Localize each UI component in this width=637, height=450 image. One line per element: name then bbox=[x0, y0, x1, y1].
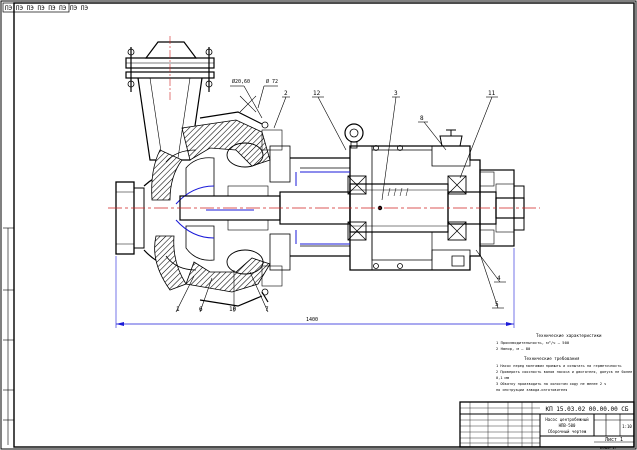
pump-cross-section bbox=[108, 36, 540, 307]
seal-housing bbox=[227, 145, 350, 271]
title-name-2: НПВ-500 bbox=[559, 423, 576, 428]
callout-leaders: Ø20,60 Ø 72 2 12 3 8 11 1 6 10 7 4 5 bbox=[175, 78, 506, 313]
title-block: КП 15.03.02 00.00.00 СБ Насос центробежн… bbox=[459, 401, 635, 448]
title-name-3: Сборочный чертеж bbox=[548, 429, 587, 434]
req-line-4: 3 Обкатку производить на холостом ходу н… bbox=[496, 381, 606, 386]
corner-stamp: ПЭ ПЭ ПЭ ПЭ ПЭ ПЭ ПЭ ПЭ bbox=[2, 2, 88, 13]
req-heading: Технические требования bbox=[524, 356, 580, 361]
inner-flow-lines bbox=[206, 171, 350, 245]
callout-top-left: Ø20,60 bbox=[232, 78, 250, 85]
format-label: Формат А1 bbox=[600, 446, 616, 450]
callout-6: 6 bbox=[199, 306, 203, 313]
callout-3: 3 bbox=[394, 90, 398, 97]
callout-5: 5 bbox=[495, 301, 499, 308]
tech-heading: Технические характеристики bbox=[536, 333, 602, 338]
corner-stamp-text: ПЭ ПЭ ПЭ ПЭ ПЭ ПЭ ПЭ ПЭ bbox=[5, 5, 88, 12]
callout-10: 10 bbox=[229, 306, 237, 313]
title-org: Лист 1 bbox=[605, 437, 623, 443]
technical-notes: Технические характеристики 1 Производите… bbox=[496, 333, 632, 392]
bearing-frame bbox=[344, 123, 481, 271]
tech-line-2: 2 Напор, м — 80 bbox=[496, 346, 531, 351]
dim-length-label: 1400 bbox=[306, 317, 318, 323]
req-line-3: 0,1 мм bbox=[496, 376, 510, 380]
callout-top-mid: Ø 72 bbox=[266, 78, 278, 85]
callout-7: 7 bbox=[265, 306, 269, 313]
callout-12: 12 bbox=[313, 90, 321, 97]
callout-2: 2 bbox=[284, 90, 288, 97]
callout-8: 8 bbox=[420, 115, 424, 122]
req-line-2: 2 Проверить соосность валов насоса и дви… bbox=[496, 369, 632, 374]
req-line-1: 1 Насос перед монтажом промыть и испытат… bbox=[496, 364, 622, 368]
req-line-5: по инструкции завода-изготовителя bbox=[496, 388, 567, 392]
volute-casing bbox=[151, 111, 283, 307]
callout-4: 4 bbox=[497, 275, 501, 282]
callout-1: 1 bbox=[176, 306, 180, 313]
overall-length-dimension: 1400 bbox=[115, 248, 515, 328]
callout-11: 11 bbox=[488, 90, 496, 97]
title-doc-code: КП 15.03.02 00.00.00 СБ bbox=[545, 406, 628, 413]
title-name-1: Насос центробежный bbox=[545, 417, 589, 422]
tech-line-1: 1 Производительность, м³/ч — 500 bbox=[496, 340, 570, 345]
discharge-nozzle bbox=[125, 36, 215, 161]
title-scale: 1:10 bbox=[622, 424, 632, 429]
